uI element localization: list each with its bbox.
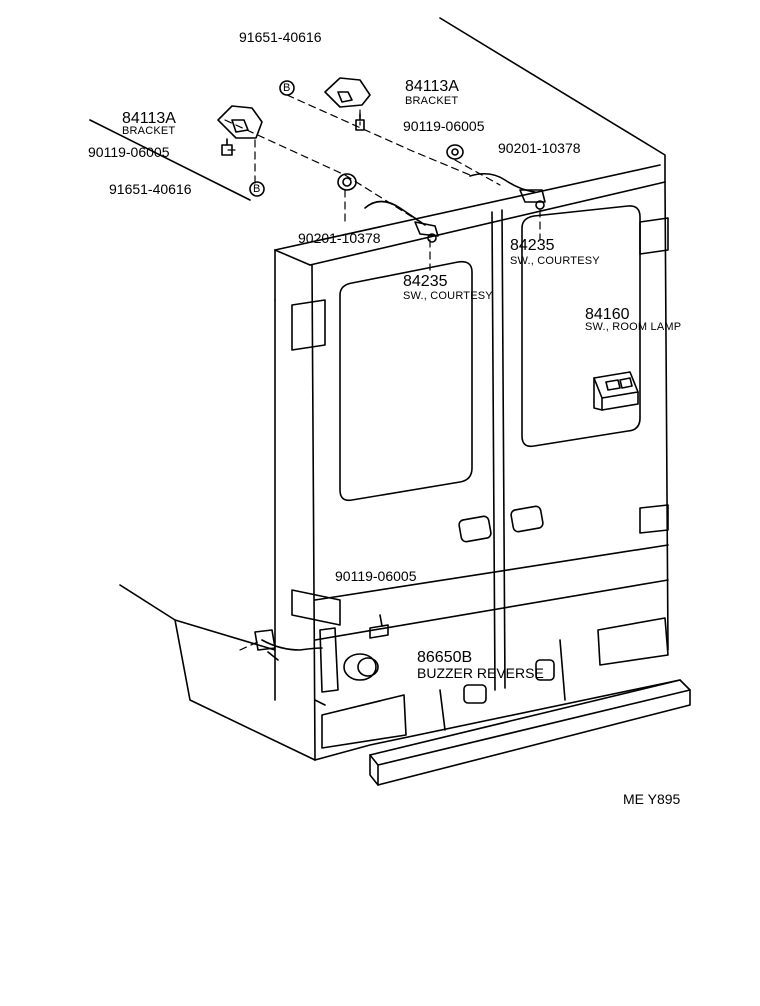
grommet-icons [337, 144, 464, 191]
diagram-reference: ME Y895 [623, 791, 681, 807]
rear-doors [314, 209, 669, 691]
label-switch-right-pn: 84235 [510, 237, 555, 254]
label-bolt-lower: 90119-06005 [335, 568, 417, 584]
door-handles [458, 505, 555, 704]
bolt-icons [221, 113, 389, 639]
van-body-outline [89, 17, 681, 761]
label-buzzer-pn: 86650B [417, 649, 473, 666]
label-switch-left-name: SW., COURTESY [403, 290, 493, 302]
right-window [521, 205, 641, 448]
bracket-left [217, 105, 263, 139]
rear-bumper [369, 679, 691, 786]
label-room-lamp-pn: 84160 [585, 306, 630, 323]
label-screw-left: 91651-40616 [109, 181, 192, 197]
label-bracket-left-pn: 84113A [122, 110, 176, 127]
label-bolt-right: 90119-06005 [403, 118, 485, 134]
label-switch-right-name: SW., COURTESY [510, 255, 600, 267]
callout-letter-top: B [283, 82, 291, 94]
label-grommet-left: 90201-10378 [298, 230, 381, 246]
door-hinges [291, 217, 669, 626]
label-bracket-right-name: BRACKET [405, 95, 459, 107]
courtesy-switch-left [364, 200, 439, 243]
label-bracket-right-pn: 84113A [405, 78, 459, 95]
label-room-lamp-name: SW., ROOM LAMP [585, 321, 682, 333]
label-buzzer-name: BUZZER REVERSE [417, 665, 544, 681]
callout-letter-left: B [253, 183, 261, 195]
label-top-screw: 91651-40616 [239, 29, 322, 45]
bracket-right [324, 77, 371, 108]
label-grommet-right: 90201-10378 [498, 140, 581, 156]
room-lamp-switch [593, 371, 639, 411]
buzzer-reverse [254, 627, 379, 693]
courtesy-switch-right [469, 172, 546, 210]
callout-circles [249, 80, 295, 197]
label-switch-left-pn: 84235 [403, 273, 448, 290]
left-window [339, 260, 473, 502]
label-bracket-left-name: BRACKET [122, 125, 176, 137]
tail-lamps [321, 617, 669, 749]
label-bolt-left: 90119-06005 [88, 144, 170, 160]
